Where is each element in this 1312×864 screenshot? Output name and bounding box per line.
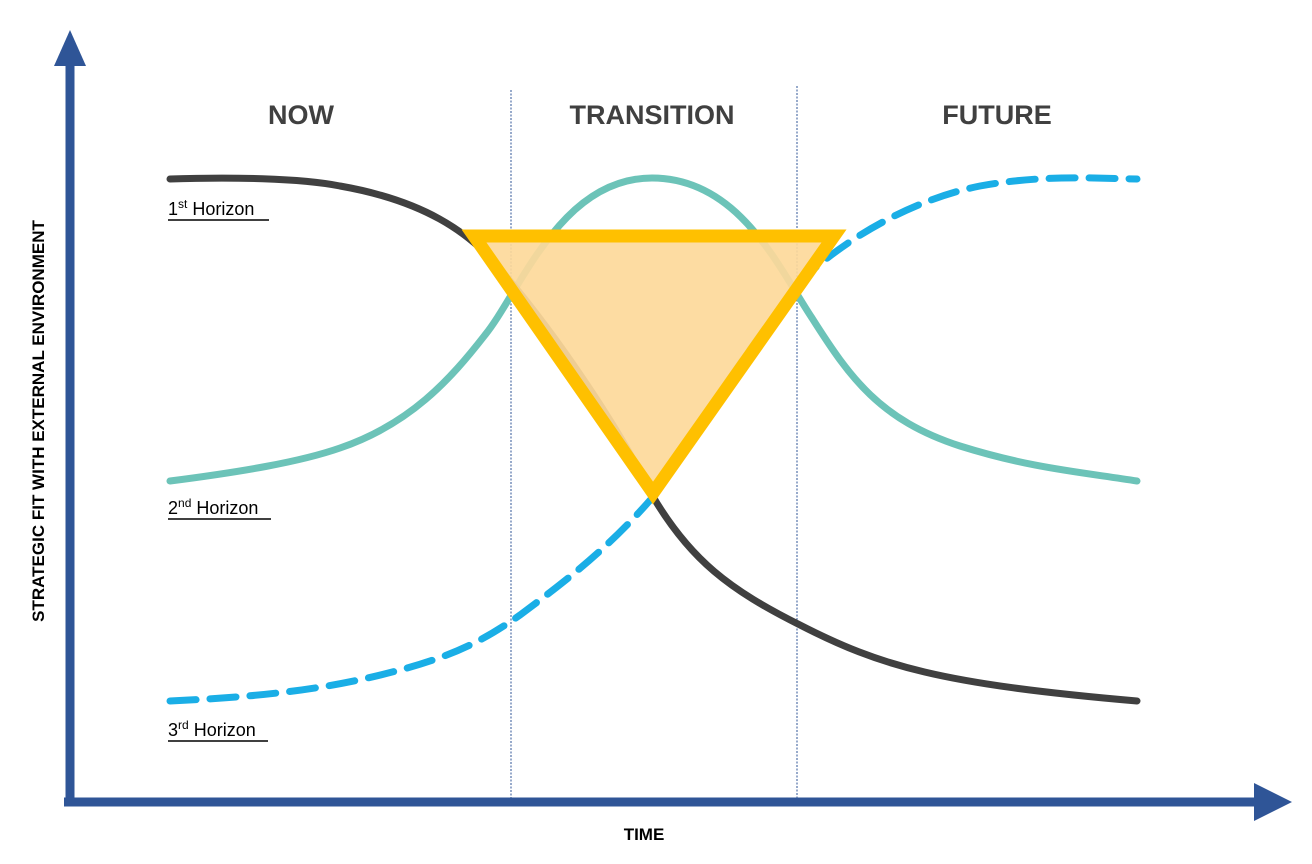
first-horizon-word: Horizon (187, 199, 254, 219)
y-axis-arrowhead (54, 30, 86, 66)
x-axis-label: TIME (624, 825, 665, 844)
transition-triangle (461, 229, 847, 505)
first-horizon-num: 1 (168, 199, 178, 219)
third-horizon-num: 3 (168, 720, 178, 740)
phase-label-future: FUTURE (942, 100, 1052, 130)
x-axis-arrowhead (1254, 783, 1292, 821)
second-horizon-curve (166, 174, 1141, 485)
phase-label-transition: TRANSITION (570, 100, 735, 130)
second-horizon-word: Horizon (191, 498, 258, 518)
y-axis-label: STRATEGIC FIT WITH EXTERNAL ENVIRONMENT (29, 220, 48, 622)
phase-label-now: NOW (268, 100, 335, 130)
second-horizon-suffix: nd (178, 496, 191, 510)
first-horizon-suffix: st (178, 197, 188, 211)
third-horizon-label: 3rd Horizon (168, 718, 256, 740)
second-horizon-num: 2 (168, 498, 178, 518)
first-horizon-label: 1st Horizon (168, 197, 254, 219)
third-horizon-word: Horizon (189, 720, 256, 740)
second-horizon-label: 2nd Horizon (168, 496, 258, 518)
third-horizon-suffix: rd (178, 718, 189, 732)
